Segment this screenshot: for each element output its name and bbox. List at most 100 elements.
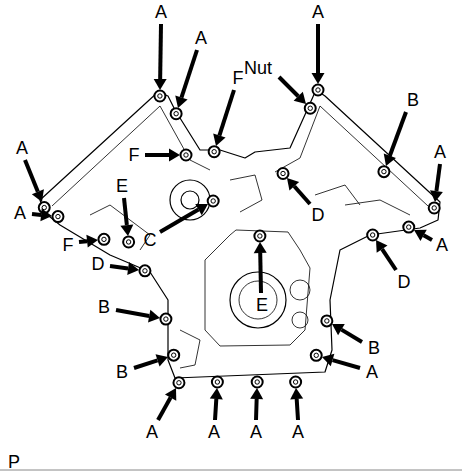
callout-letter: A <box>208 422 220 442</box>
arrow-head <box>127 262 139 275</box>
arrow-head <box>210 388 223 399</box>
bolt-head <box>160 314 171 325</box>
callout-arrow <box>215 399 216 420</box>
arrow-head <box>294 92 306 104</box>
bolt-center <box>432 206 436 210</box>
callout-arrow <box>32 212 41 217</box>
bolt-center <box>172 353 176 357</box>
arrow-head <box>40 208 52 221</box>
callout-arrow <box>390 112 406 156</box>
bolt-center <box>316 88 320 92</box>
pump-hole <box>181 191 199 209</box>
boss <box>290 280 310 300</box>
crank-seal-inner <box>239 281 277 319</box>
rib <box>90 205 150 250</box>
arrow-head <box>414 230 427 241</box>
bolt-head <box>278 168 289 179</box>
callout-arrow <box>145 153 169 157</box>
callout-arrow <box>124 198 127 225</box>
bolt-head <box>252 377 263 388</box>
crank-seal-bore <box>230 272 286 328</box>
callout-arrow <box>258 253 263 293</box>
rib <box>230 175 262 212</box>
callout-letter: C <box>144 230 157 250</box>
boss <box>292 312 308 328</box>
callout-arrow <box>341 330 362 342</box>
bolt-center <box>177 381 181 385</box>
footer-rule <box>0 470 462 471</box>
callout-letter: B <box>116 362 128 382</box>
bolt-head <box>313 85 324 96</box>
bolt-head <box>305 103 316 114</box>
arrow-head <box>165 388 176 401</box>
arrow-head <box>213 134 225 146</box>
callout-letter: A <box>434 142 446 162</box>
callout-letter: A <box>436 235 448 255</box>
bolt-center <box>164 317 168 321</box>
arrow-head <box>322 354 334 366</box>
callout-arrow <box>25 160 38 192</box>
arrow-head <box>156 354 168 366</box>
bolt-center <box>102 237 106 241</box>
callout-letter: F <box>233 68 244 88</box>
bolt-center <box>56 214 60 218</box>
bolt-center <box>212 150 216 154</box>
bolt-center <box>382 169 386 173</box>
arrow-head <box>120 224 133 236</box>
arrow-head <box>32 189 44 202</box>
callout-arrow <box>181 50 197 98</box>
bolt-head <box>429 202 440 213</box>
arrow-head <box>148 310 160 323</box>
bolt-center <box>407 225 411 229</box>
callout-arrow <box>160 210 198 232</box>
callout-letter: A <box>312 2 324 22</box>
bolt-center <box>42 205 46 209</box>
bolt-head <box>173 377 184 388</box>
bolt-head <box>52 211 63 222</box>
bolt-head <box>139 265 150 276</box>
callout-letter: A <box>146 422 158 442</box>
callout-letter: B <box>407 90 419 110</box>
bolt-center <box>215 380 219 384</box>
callout-arrow <box>297 399 298 420</box>
callout-arrow <box>134 360 158 368</box>
callout-letter: D <box>312 205 325 225</box>
callout-letter: A <box>366 362 378 382</box>
bolt-head <box>212 377 223 388</box>
bolt-head <box>168 350 179 361</box>
bolt-center <box>325 319 329 323</box>
callout-letter: D <box>398 272 411 292</box>
callout-arrow <box>333 360 360 368</box>
bolt-center <box>308 106 312 110</box>
bolt-head <box>254 231 265 242</box>
arrow-head <box>254 242 267 253</box>
callout-letter: D <box>92 254 105 274</box>
bolt-head <box>367 230 378 241</box>
callout-letter: A <box>155 2 167 22</box>
bolt-center <box>258 234 262 238</box>
arrow-head <box>287 178 299 191</box>
callout-letter: A <box>292 422 304 442</box>
bolt-center <box>126 240 130 244</box>
callout-letter: A <box>14 203 26 223</box>
bolt-center <box>158 94 162 98</box>
callout-letter: Nut <box>244 58 272 78</box>
bolt-center <box>293 380 297 384</box>
arrow-head <box>86 235 98 248</box>
bolt-head <box>378 166 389 177</box>
callout-arrow <box>316 24 320 73</box>
right-bank-edge <box>275 106 428 206</box>
cover-outline <box>40 90 440 378</box>
arrow-head <box>384 153 396 166</box>
bolt-center <box>370 233 374 237</box>
bolt-center <box>211 199 215 203</box>
callout-arrow <box>436 164 440 191</box>
bolt-head <box>321 315 332 326</box>
bolt-head <box>123 236 134 247</box>
bolt-head <box>209 146 220 157</box>
callout-letter: A <box>250 422 262 442</box>
callout-arrow <box>219 90 234 136</box>
arrow-head <box>376 240 388 253</box>
rib <box>315 185 360 205</box>
